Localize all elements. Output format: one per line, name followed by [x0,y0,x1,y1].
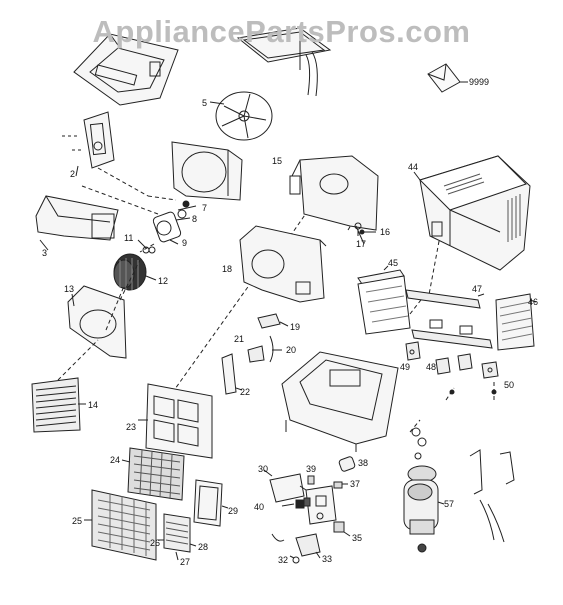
part-5-fan-blade[interactable] [209,91,273,141]
callout-3: 3 [42,248,47,258]
part-37-capacitor-bracket[interactable] [333,481,348,489]
part-orifice-shroud[interactable] [171,141,243,201]
part-45-window-rail[interactable] [357,265,411,335]
part-21-thermostat[interactable] [247,345,265,363]
callout-14: 14 [88,400,98,410]
callout-30: 30 [258,464,268,474]
watermark: AppliancePartsPros.com [92,14,471,49]
part-mounting-clips[interactable] [435,353,473,375]
part-13-scroll-housing[interactable] [67,285,127,359]
callout-21: 21 [234,334,244,344]
callout-5: 5 [202,98,207,108]
callout-50: 50 [504,380,514,390]
callout-18: 18 [222,264,232,274]
callout-35: 35 [352,533,362,543]
callout-17: 17 [356,239,366,249]
callout-9999: 9999 [469,77,489,87]
callout-28: 28 [198,542,208,552]
part-control-board[interactable] [299,485,337,525]
callout-40: 40 [254,502,264,512]
part-15-divider[interactable] [289,155,379,245]
callout-15: 15 [272,156,282,166]
callout-11: 11 [124,233,133,243]
callout-12: 12 [158,276,168,286]
callout-37: 37 [350,479,360,489]
callout-7: 7 [202,203,207,213]
callout-57: 57 [444,499,454,509]
callout-27: 27 [180,557,190,567]
part-50-bracket[interactable] [449,361,499,395]
part-32-screw[interactable] [289,555,300,564]
part-30-control-cover[interactable] [263,469,305,503]
part-23-front-grille[interactable] [138,383,213,459]
callout-44: 44 [408,162,418,172]
part-49-bracket[interactable] [405,341,421,361]
part-fan-motor[interactable] [152,200,197,245]
part-base-pan[interactable] [281,351,399,452]
callout-33: 33 [322,554,332,564]
part-26-louver[interactable] [158,513,197,561]
callout-2: 2 [70,169,75,179]
part-44-cabinet[interactable] [413,155,531,271]
callout-29: 29 [228,506,238,516]
part-17-screw[interactable] [354,222,362,236]
part-manual-envelope[interactable] [427,63,468,93]
part-38-capacitor[interactable] [338,456,356,472]
callout-23: 23 [126,422,136,432]
callout-46: 46 [528,297,538,307]
part-18-fan-housing[interactable] [239,225,327,303]
part-19-bracket[interactable] [257,313,289,329]
callout-22: 22 [240,387,250,397]
callout-20: 20 [286,345,296,355]
part-29-filter-frame[interactable] [193,479,229,527]
part-33-bracket[interactable] [271,533,321,559]
part-39-relay[interactable] [307,475,315,485]
callout-47: 47 [472,284,482,294]
part-2-bracket[interactable] [62,111,115,177]
part-35-switch[interactable] [333,521,351,537]
part-front-panel[interactable] [73,33,179,106]
assembly-guide-lines [57,165,495,433]
callout-26: 26 [150,538,160,548]
part-22-bracket[interactable] [221,353,243,395]
callout-13: 13 [64,284,74,294]
callout-49: 49 [400,362,410,372]
callout-32: 32 [278,555,288,565]
callout-8: 8 [192,214,197,224]
part-57-compressor[interactable] [403,427,445,553]
part-24-filter[interactable] [121,447,185,501]
part-top-cover[interactable] [236,27,332,97]
callout-19: 19 [290,322,300,332]
callout-45: 45 [388,258,398,268]
callout-39: 39 [306,464,316,474]
callout-25: 25 [72,516,82,526]
part-12-blower-wheel[interactable] [113,253,157,291]
part-14-evaporator[interactable] [31,377,86,433]
callout-48: 48 [426,362,436,372]
part-3-control-tray[interactable] [35,195,119,251]
part-47-top-rail[interactable] [405,289,485,309]
callout-16: 16 [380,227,390,237]
callout-9: 9 [182,238,187,248]
part-11-clip[interactable] [137,239,156,254]
callout-labels: 2 3 5 7 8 9 11 12 13 14 15 16 17 18 19 2… [42,77,538,567]
part-48-bottom-rail[interactable] [411,319,493,349]
callout-24: 24 [110,455,120,465]
part-16-screw[interactable] [359,229,376,235]
part-46-side-curtain[interactable] [495,293,537,351]
part-20-clip[interactable] [269,335,282,363]
part-refrigerant-tubing[interactable] [469,449,515,543]
callout-38: 38 [358,458,368,468]
part-40-knob[interactable] [281,497,311,509]
part-25-front-grille[interactable] [84,489,157,561]
